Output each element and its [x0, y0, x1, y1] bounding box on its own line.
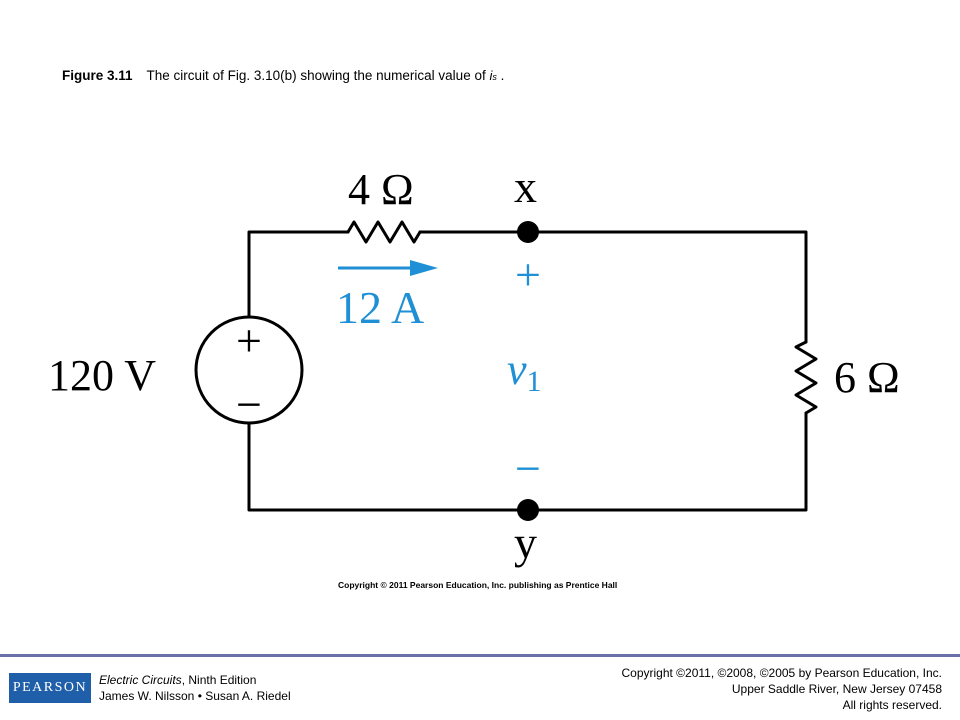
circuit-diagram: 4 Ω x 6 Ω 120 V + − y 12 A + − v1 [48, 161, 900, 568]
v1-var: v [507, 345, 527, 394]
node-y-dot [517, 499, 539, 521]
book-authors: James W. Nilsson • Susan A. Riedel [99, 689, 291, 703]
v1-plus-sign: + [515, 249, 541, 300]
pearson-logo: PEARSON [9, 673, 91, 703]
rights-line-1: Copyright ©2011, ©2008, ©2005 by Pearson… [621, 666, 942, 680]
current-label: 12 A [336, 282, 424, 333]
node-x-dot [517, 221, 539, 243]
node-y-label: y [514, 517, 537, 568]
book-edition: , Ninth Edition [181, 673, 257, 687]
resistor-6-ohm-zigzag [794, 340, 818, 415]
figure-caption: Figure 3.11 The circuit of Fig. 3.10(b) s… [62, 68, 504, 83]
source-voltage-label: 120 V [48, 351, 156, 400]
caption-text: The circuit of Fig. 3.10(b) showing the … [146, 68, 490, 83]
caption-var: i [489, 68, 493, 83]
figure-label: Figure 3.11 [62, 68, 133, 83]
resistor-4-ohm-zigzag [346, 220, 422, 244]
voltage-source-circle [194, 315, 304, 425]
source-plus-sign: + [236, 315, 262, 366]
wire-top-right [418, 230, 808, 344]
book-info: Electric Circuits, Ninth Edition James W… [99, 672, 291, 704]
current-arrow [338, 260, 438, 276]
caption-variable: is [489, 68, 496, 83]
footer-divider [0, 654, 960, 657]
resistor-4-ohm-label: 4 Ω [348, 165, 414, 214]
book-title: Electric Circuits [99, 673, 182, 687]
wire-top-left [247, 230, 350, 319]
v1-minus-sign: − [515, 443, 541, 494]
node-x-label: x [514, 161, 537, 212]
rights-line-3: All rights reserved. [842, 698, 942, 712]
rights-line-2: Upper Saddle River, New Jersey 07458 [731, 682, 942, 696]
caption-var-sub: s [492, 72, 497, 82]
book-title-line: Electric Circuits, Ninth Edition [99, 672, 291, 688]
publisher-rights: Copyright ©2011, ©2008, ©2005 by Pearson… [621, 665, 942, 713]
resistor-6-ohm-label: 6 Ω [834, 353, 900, 402]
v1-label: v1 [507, 345, 542, 398]
source-minus-sign: − [236, 379, 262, 430]
caption-end: . [496, 68, 505, 83]
image-copyright: Copyright © 2011 Pearson Education, Inc.… [338, 580, 618, 590]
v1-sub: 1 [527, 365, 542, 398]
